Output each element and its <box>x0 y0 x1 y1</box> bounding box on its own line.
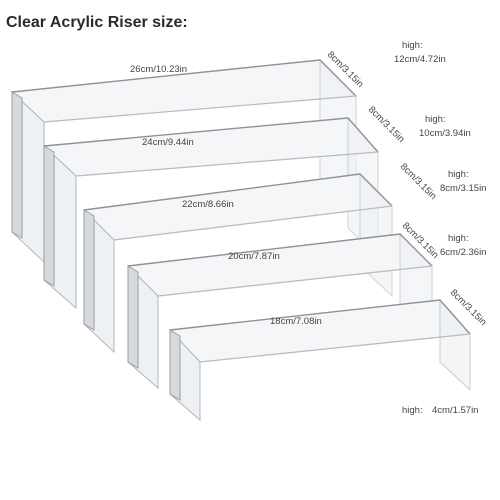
riser-1-high-value: 12cm/4.72in <box>394 54 446 65</box>
page-title: Clear Acrylic Riser size: <box>6 14 188 31</box>
riser-3 <box>82 172 394 354</box>
riser-3-width-label: 22cm/8.66in <box>182 199 234 210</box>
riser-1-width-label: 26cm/10.23in <box>130 64 187 75</box>
riser-3-high-value: 8cm/3.15in <box>440 183 486 194</box>
riser-2-width-label: 24cm/9.44in <box>142 137 194 148</box>
riser-2-high-label: high: <box>425 114 446 125</box>
riser-5 <box>168 298 472 422</box>
riser-2-depth-label: 8cm/3.15in <box>366 104 407 145</box>
riser-5-width-label: 18cm/7.08in <box>270 316 322 327</box>
riser-4-high-value: 6cm/2.36in <box>440 247 486 258</box>
riser-5-high-value: 4cm/1.57in <box>432 405 478 416</box>
riser-3-high-label: high: <box>448 169 469 180</box>
riser-1-high-label: high: <box>402 40 423 51</box>
riser-5-high-label: high: <box>402 405 423 416</box>
riser-2 <box>42 116 380 310</box>
riser-4-high-label: high: <box>448 233 469 244</box>
riser-4-width-label: 20cm/7.87in <box>228 251 280 262</box>
riser-2-high-value: 10cm/3.94in <box>419 128 471 139</box>
riser-3-depth-label: 8cm/3.15in <box>398 161 439 202</box>
